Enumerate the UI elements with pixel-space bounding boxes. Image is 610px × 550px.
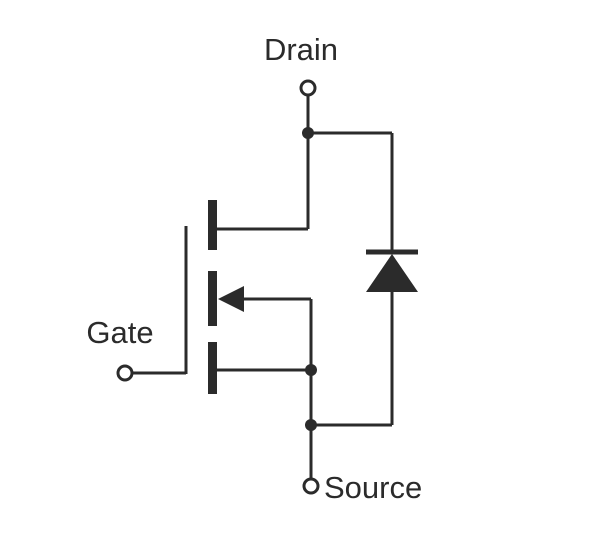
- drain-label: Drain: [264, 32, 338, 67]
- body-arrow-icon: [218, 286, 244, 312]
- gate-terminal: [116, 364, 134, 382]
- channel-segment-body: [208, 271, 217, 326]
- source-label: Source: [324, 470, 422, 505]
- diode-triangle-icon: [366, 254, 418, 292]
- channel-segment-source: [208, 342, 217, 394]
- channel-segment-drain: [208, 200, 217, 250]
- gate-label: Gate: [86, 315, 153, 350]
- drain-terminal: [299, 79, 317, 97]
- source-terminal: [302, 477, 320, 495]
